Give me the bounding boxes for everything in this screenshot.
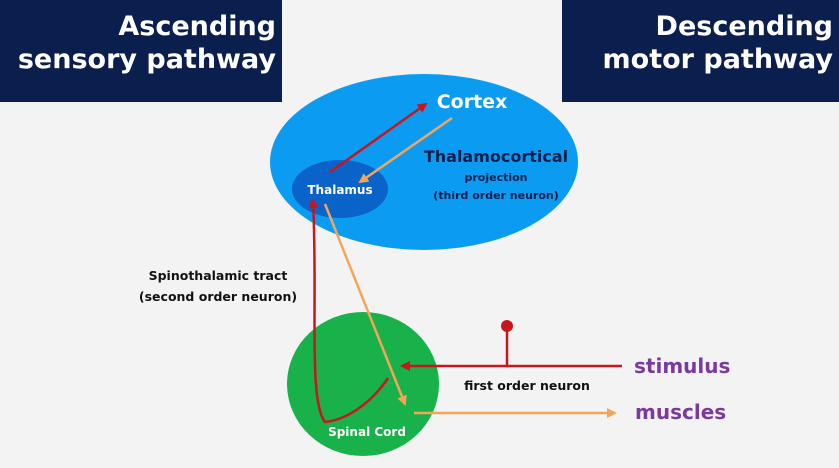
thalamus-label: Thalamus (307, 183, 372, 197)
spinal-cord-label: Spinal Cord (328, 425, 406, 439)
ascending-title-line2: sensory pathway (17, 44, 276, 75)
second-order-neuron-label: (second order neuron) (139, 289, 297, 304)
spinothalamic-tract-arrow (308, 198, 390, 424)
thalamocortical-neuron-order: (third order neuron) (433, 189, 559, 202)
cortex-label: Cortex (437, 91, 508, 113)
stimulus-label: stimulus (634, 354, 730, 378)
thalamocortical-projection: projection (464, 171, 527, 184)
spinothalamic-tract-label: Spinothalamic tract (149, 268, 288, 283)
first-order-neuron-label: first order neuron (464, 378, 590, 393)
descending-title-line1: Descending (655, 11, 833, 42)
cortex-to-thalamus-arrow (358, 116, 453, 184)
ascending-title-line1: Ascending (118, 11, 276, 42)
descending-banner: Descending motor pathway (562, 0, 839, 102)
receptor-dot (501, 320, 513, 332)
thalamocortical-title: Thalamocortical (424, 147, 568, 166)
muscles-label: muscles (635, 400, 726, 424)
ascending-banner: Ascending sensory pathway (0, 0, 282, 102)
descending-tract-arrow (323, 203, 407, 406)
descending-title-line2: motor pathway (602, 44, 833, 75)
thalamocortical-arrow (329, 102, 428, 174)
